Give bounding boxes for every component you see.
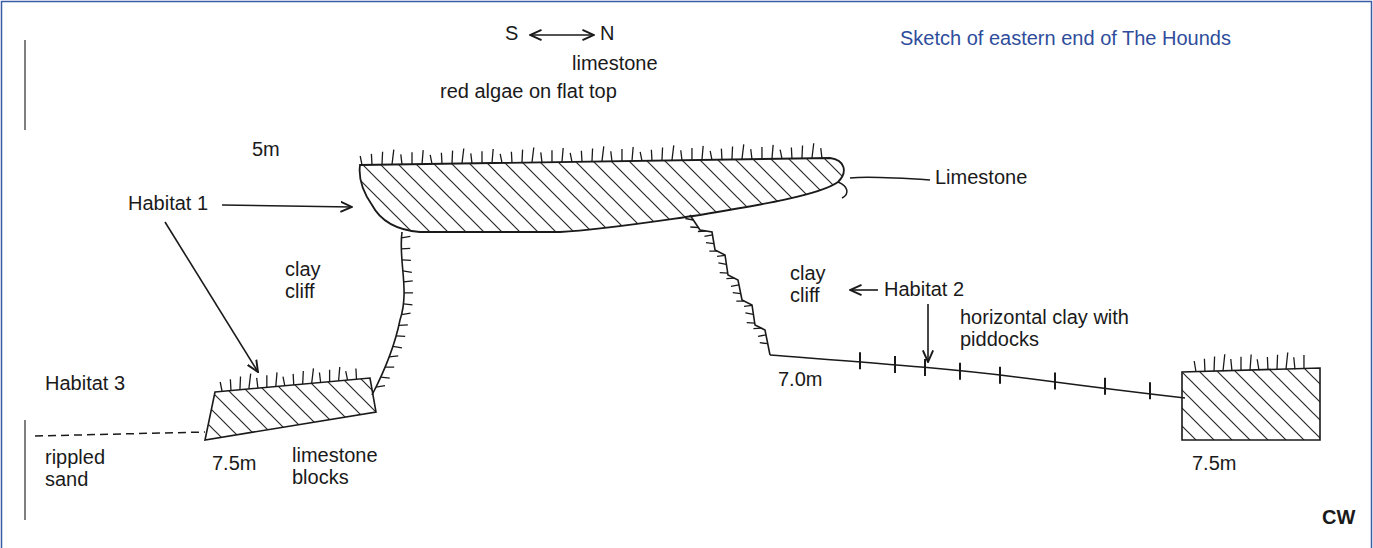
sketch-label: Habitat 1	[128, 192, 208, 214]
cliff-ticks	[685, 218, 767, 343]
sketch-label: limestone	[572, 52, 658, 74]
sketch-label: CW	[1322, 506, 1355, 528]
limestone-reef	[360, 158, 844, 232]
clay-floor-line	[770, 355, 1185, 398]
sketch-label: Habitat 2	[884, 278, 964, 300]
piddock-holes	[860, 352, 1150, 399]
sketch-label: S	[505, 22, 518, 44]
sketch-label: horizontal clay with piddocks	[960, 306, 1172, 350]
pointer-arrow	[927, 304, 929, 362]
sketch-label: limestone blocks	[292, 444, 402, 488]
direction-arrow	[530, 34, 594, 36]
pointer-arrow	[850, 289, 878, 291]
scan-mark	[24, 420, 26, 520]
sketch-label: clay cliff	[285, 258, 345, 302]
sketch-label: 5m	[252, 138, 280, 160]
reef-edge	[838, 182, 847, 198]
clay-cliff-line	[372, 232, 404, 395]
sketch-label: 7.5m	[1192, 452, 1236, 474]
cliff-ticks	[376, 236, 413, 387]
pointer-arrow	[165, 222, 258, 372]
leader-line	[850, 177, 930, 180]
sketch-label: Habitat 3	[45, 372, 125, 394]
algae-ticks	[220, 367, 356, 391]
block-top-guide	[222, 379, 362, 391]
sketch-title: Sketch of eastern end of The Hounds	[900, 26, 1231, 50]
scan-mark	[24, 40, 26, 130]
sketch-label: red algae on flat top	[440, 80, 617, 102]
algae-ticks	[220, 143, 1304, 399]
clay-cliff-line	[690, 215, 770, 355]
sand-surface	[35, 432, 205, 436]
algae-ticks	[1194, 353, 1304, 372]
sketch-label: 7.5m	[212, 452, 256, 474]
reef-top-guide	[362, 158, 830, 165]
sketch-label: N	[600, 22, 614, 44]
sketch-label: 7.0m	[778, 368, 822, 390]
pointer-arrow	[222, 205, 352, 207]
sketch-label: rippled sand	[45, 446, 125, 490]
sketch-label: clay cliff	[790, 262, 850, 306]
algae-ticks	[360, 143, 822, 165]
sketch-label: Limestone	[935, 166, 1027, 188]
limestone-block	[1182, 368, 1320, 440]
